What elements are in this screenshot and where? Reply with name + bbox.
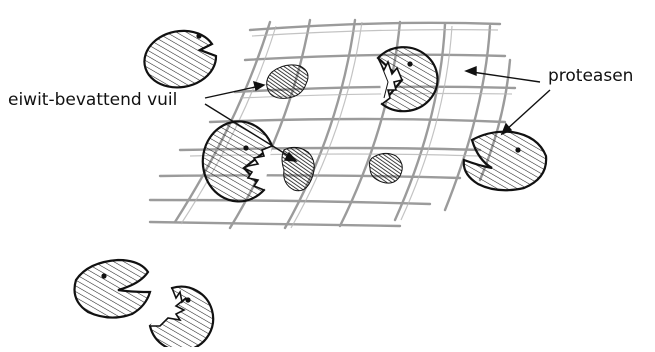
pacman-enzyme-icon [378, 47, 437, 111]
stain-blob-icon [282, 147, 314, 190]
pacman-enzyme-icon [150, 287, 213, 347]
stain-blob-icon [369, 153, 402, 183]
pacman-enzyme-icon [203, 121, 272, 201]
dirt-label: eiwit-bevattend vuil [8, 92, 177, 109]
pacman-enzyme-icon [75, 260, 151, 318]
proteases-label: proteasen [548, 68, 633, 85]
stain-blob-icon [267, 65, 308, 98]
pacman-enzyme-icon [144, 31, 216, 88]
pacman-enzyme-icon [464, 132, 546, 191]
